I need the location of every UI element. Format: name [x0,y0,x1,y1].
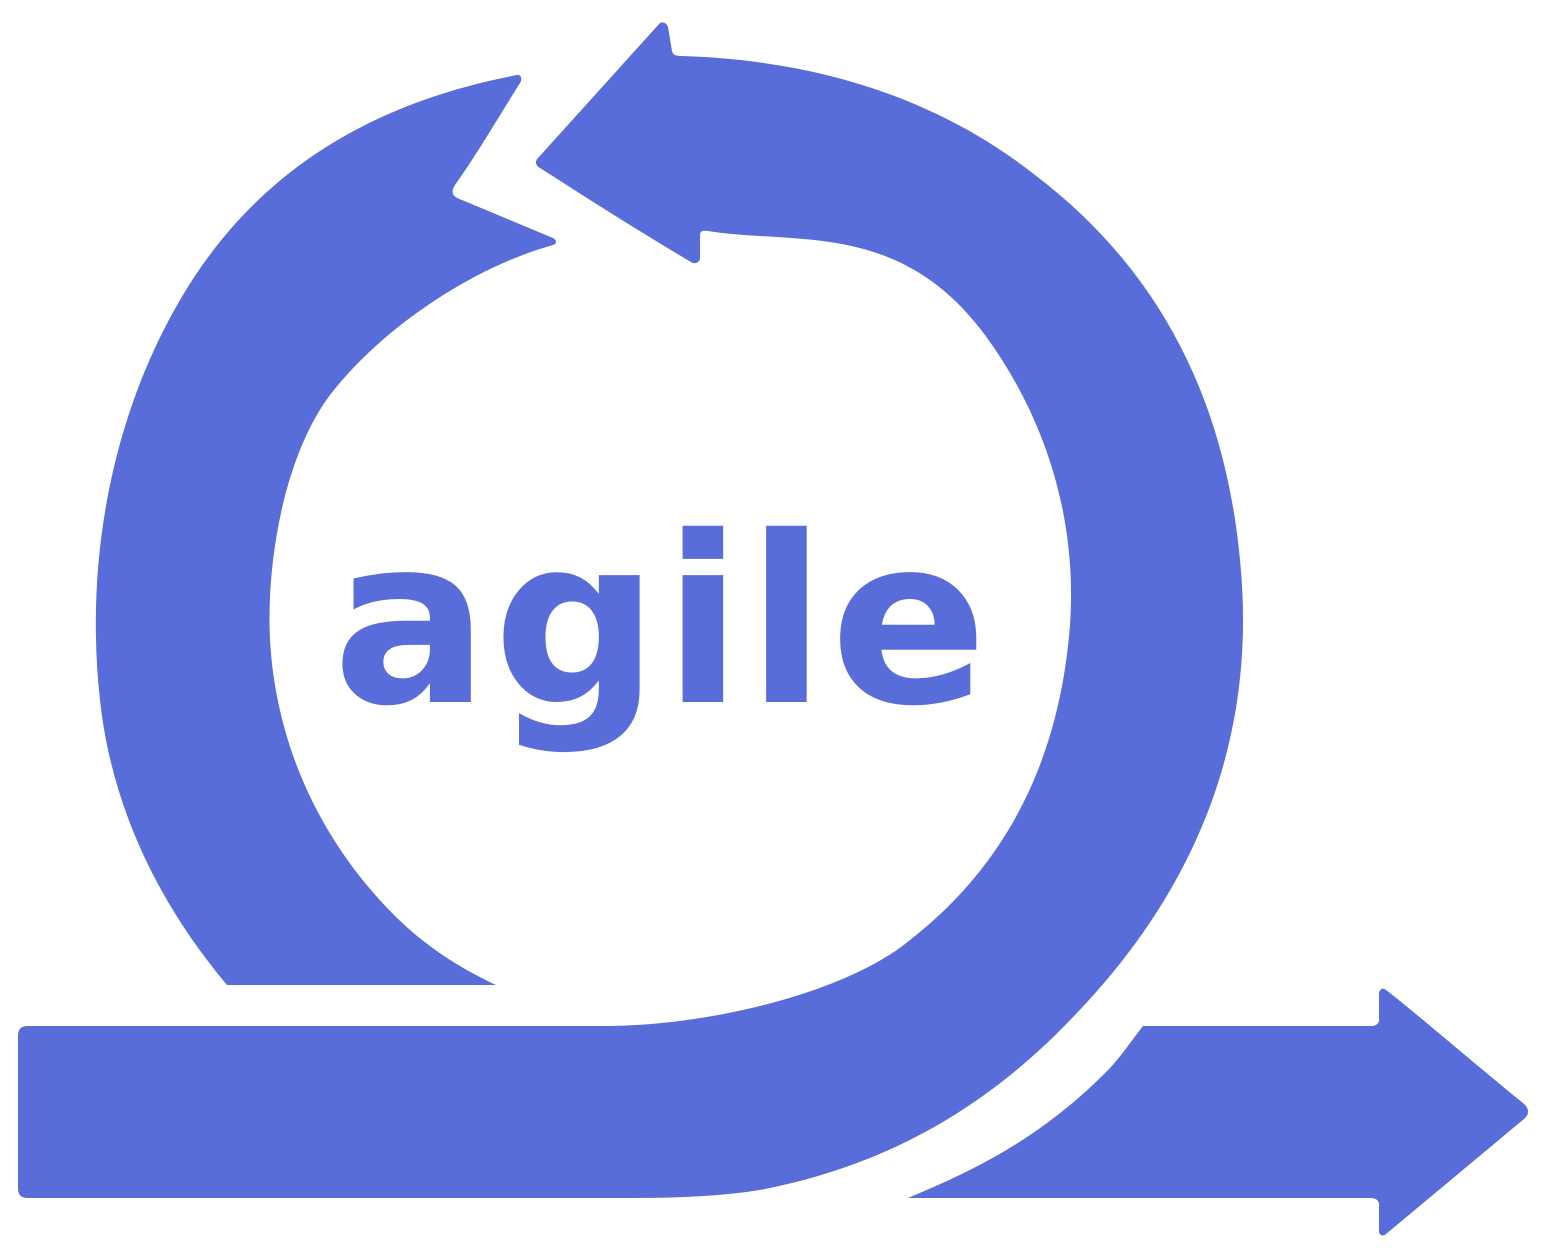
logo-word: agile [332,487,991,757]
cycle-arrow-main-arc-icon [375,22,1244,1199]
timeline-band-left-icon [18,1026,612,1198]
cycle-arrow-left-arc-icon [95,74,556,985]
forward-arrow-icon [908,988,1529,1236]
